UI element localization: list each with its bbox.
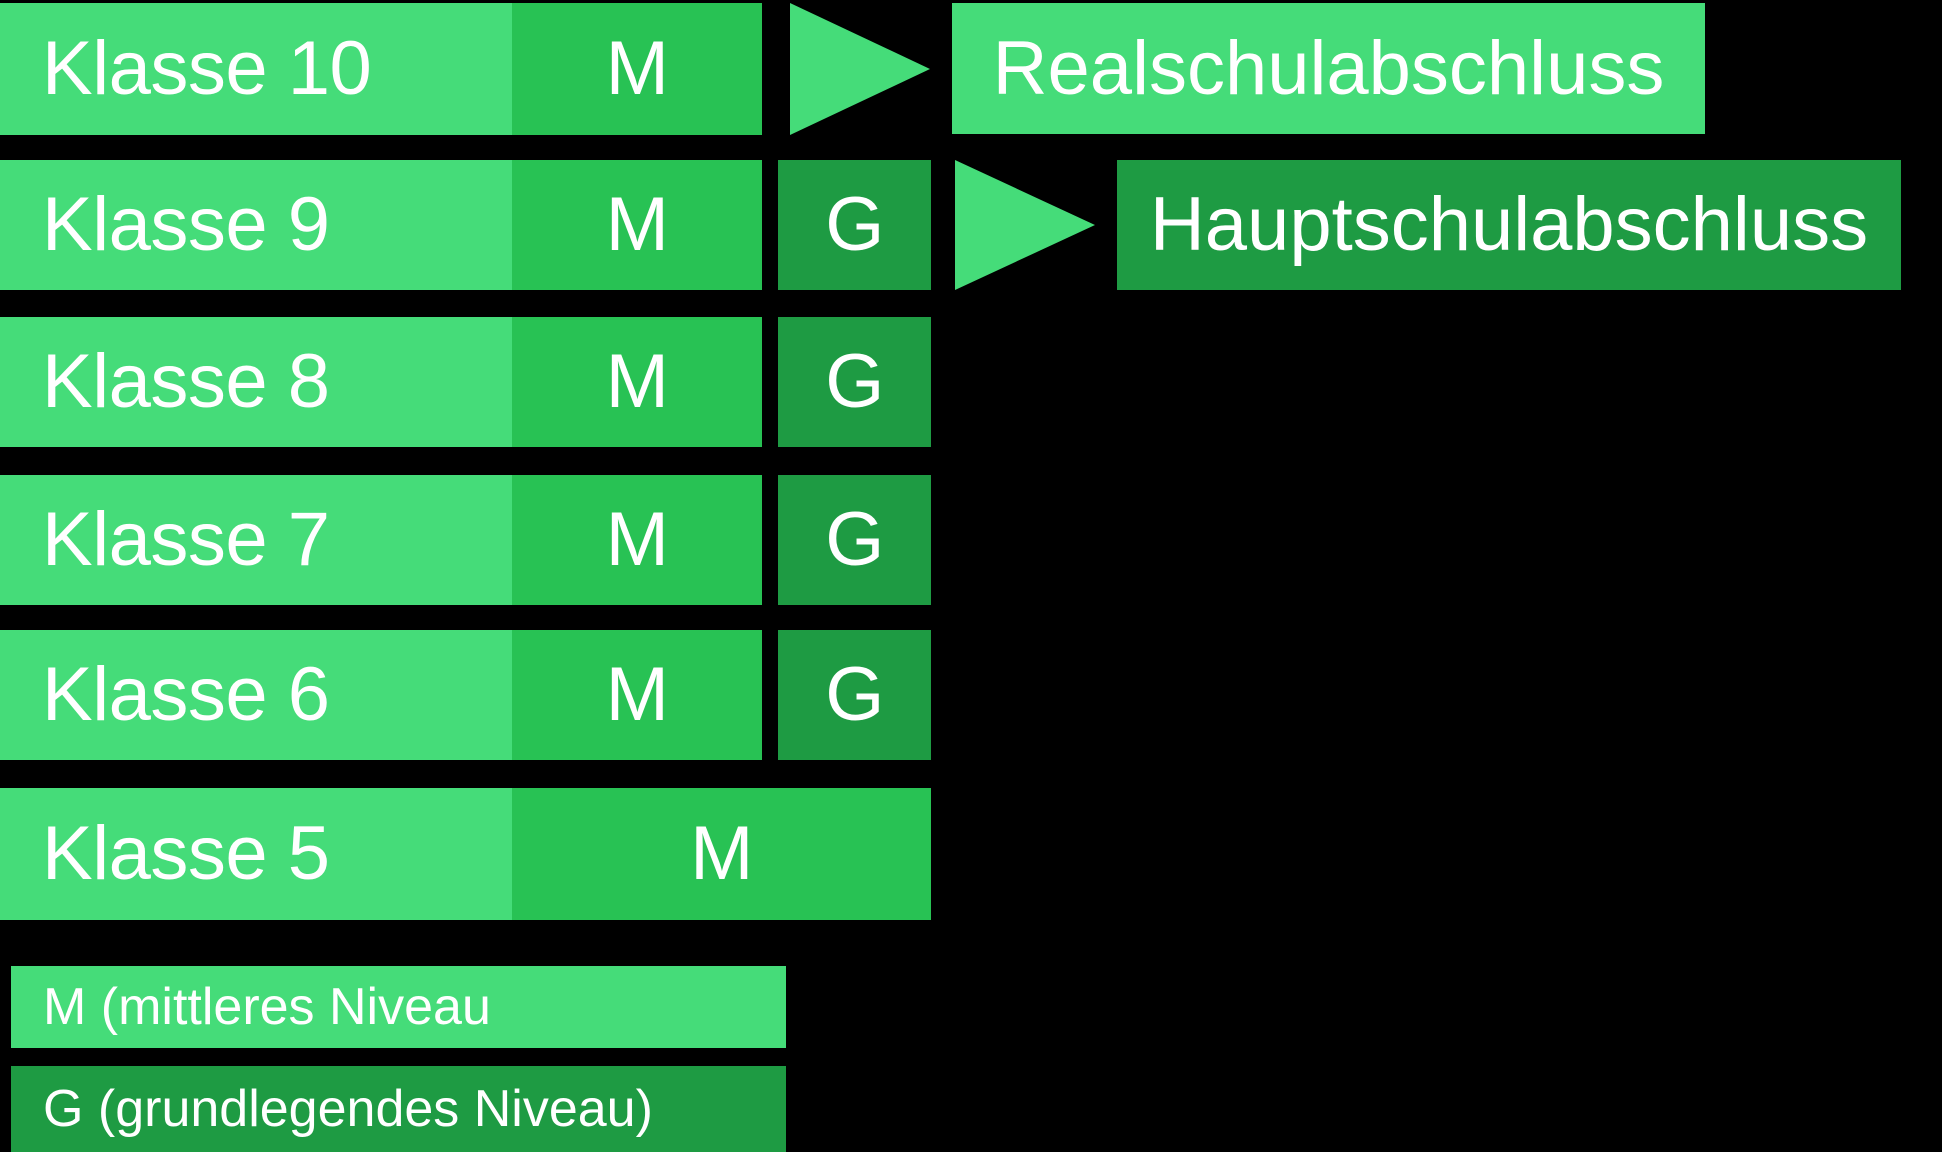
- row-klasse-7-level-g-text: G: [825, 497, 884, 582]
- row-klasse-6-level-m-text: M: [605, 652, 669, 737]
- row-klasse-9-level-m-text: M: [605, 182, 669, 267]
- row-klasse-7-level-m: M: [512, 475, 762, 605]
- row-klasse-8-level-g-text: G: [825, 339, 884, 424]
- legend-item-g: G (grundlegendes Niveau): [11, 1066, 786, 1152]
- arrow-right-icon-klasse-9: [955, 160, 1095, 290]
- row-klasse-6-level-m: M: [512, 630, 762, 760]
- row-klasse-6-label: Klasse 6: [0, 630, 512, 760]
- row-klasse-6-label-text: Klasse 6: [42, 652, 330, 737]
- row-klasse-8-level-m: M: [512, 317, 762, 447]
- legend-item-m: M (mittleres Niveau: [11, 966, 786, 1048]
- row-klasse-7-label-text: Klasse 7: [42, 497, 330, 582]
- row-klasse-8-label-text: Klasse 8: [42, 339, 330, 424]
- row-klasse-7-level-g: G: [778, 475, 931, 605]
- row-klasse-10-label-cell: Klasse 10: [0, 3, 512, 135]
- outcome-hauptschulabschluss: Hauptschulabschluss: [1117, 160, 1901, 290]
- row-klasse-9-level-g: G: [778, 160, 931, 290]
- row-klasse-7-label: Klasse 7: [0, 475, 512, 605]
- row-klasse-9-label-cell: Klasse 9: [0, 160, 512, 290]
- row-klasse-10-label-text: Klasse 10: [42, 26, 372, 111]
- outcome-realschulabschluss: Realschulabschluss: [952, 3, 1705, 134]
- outcome-hauptschulabschluss-text: Hauptschulabschluss: [1149, 182, 1869, 267]
- row-klasse-5-label: Klasse 5: [0, 788, 512, 920]
- row-klasse-8-level-m-text: M: [605, 339, 669, 424]
- outcome-realschulabschluss-text: Realschulabschluss: [992, 25, 1665, 111]
- row-klasse-5-label-text: Klasse 5: [42, 811, 330, 896]
- row-klasse-8-label: Klasse 8: [0, 317, 512, 447]
- arrow-right-icon-klasse-10: [790, 3, 930, 135]
- row-klasse-5-level-m-text: M: [690, 811, 753, 896]
- row-klasse-8-level-g: G: [778, 317, 931, 447]
- row-klasse-6-level-g-text: G: [825, 652, 884, 737]
- row-klasse-10-level-m: M: [512, 3, 762, 135]
- row-klasse-9-level-g-text: G: [825, 182, 884, 267]
- legend-item-g-text: G (grundlegendes Niveau): [43, 1080, 653, 1138]
- row-klasse-9-level-m: M: [512, 160, 762, 290]
- row-klasse-7-level-m-text: M: [605, 497, 669, 582]
- legend-item-m-text: M (mittleres Niveau: [43, 978, 491, 1036]
- row-klasse-10-level-m-text: M: [605, 26, 669, 111]
- row-klasse-9-label-text: Klasse 9: [42, 182, 330, 267]
- row-klasse-6-level-g: G: [778, 630, 931, 760]
- row-klasse-5-level-m: M: [512, 788, 931, 920]
